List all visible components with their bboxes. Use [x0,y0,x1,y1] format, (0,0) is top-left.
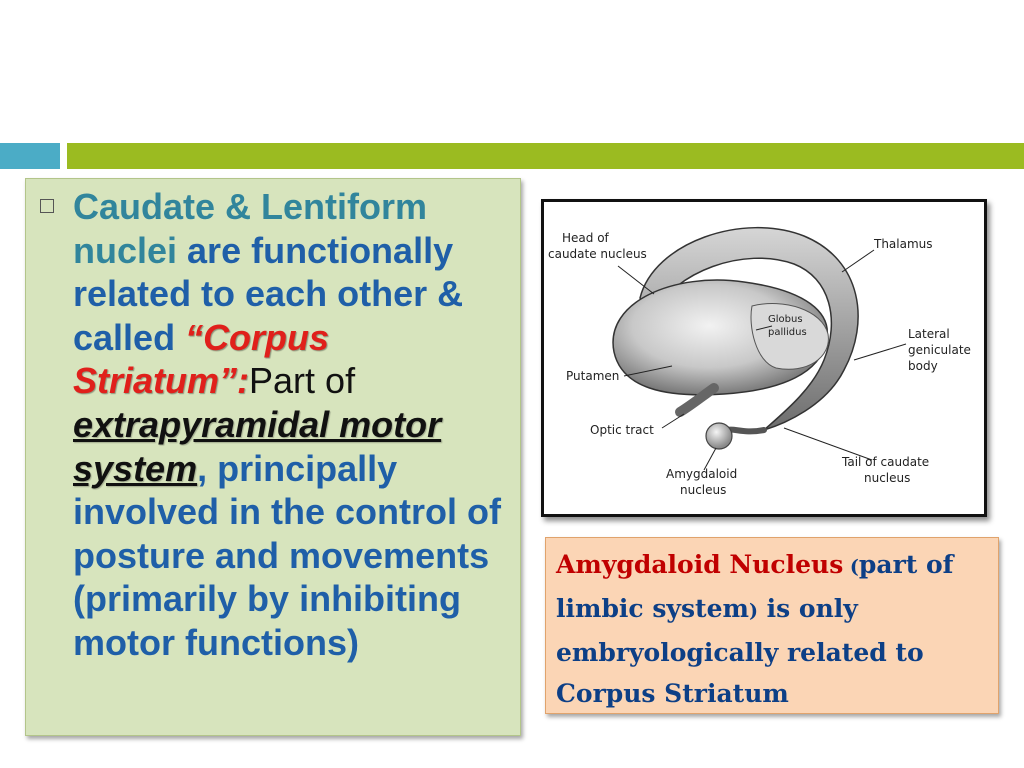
label-body: body [908,359,938,373]
amygdaloid-note-box: Amygdaloid Nucleus (part of limbic syste… [545,537,999,714]
square-bullet-icon [40,199,54,213]
amygdaloid-nucleus-title: Amygdaloid Nucleus [556,550,844,579]
leader-thalamus [841,249,875,273]
brain-illustration: Head of caudate nucleus Thalamus Globus … [548,227,971,497]
leader-globus [755,325,773,331]
label-tail-nucleus: nucleus [864,471,910,485]
leader-tail [783,427,873,461]
label-putamen: Putamen [566,369,619,383]
corpus-striatum-figure: Head of caudate nucleus Thalamus Globus … [541,199,987,517]
caudate-arc-shape [639,227,859,431]
caudate-tail-shape [725,426,767,435]
part-of-text: Part of [249,360,356,402]
accent-bar-teal [0,143,60,169]
close-paren: ) [748,600,758,622]
posture-movement-text: , principally involved in the control of… [73,447,502,663]
functionally-related-text: are functionally related to each other &… [73,229,464,358]
label-amygdaloid-nucleus: nucleus [680,483,726,497]
leader-head-caudate [617,265,655,295]
label-thalamus: Thalamus [873,237,933,251]
label-head-of: Head of [562,231,610,245]
bullet-text-box: Caudate & Lentiform nuclei are functiona… [25,178,521,736]
label-lateral: Lateral [908,327,950,341]
leader-optic [661,413,685,429]
embryology-text: is only embryologically related to Corpu… [556,594,924,708]
label-amygdaloid: Amygdaloid [666,467,737,481]
amygdaloid-nucleus-shape [705,422,733,450]
open-paren: ( [843,556,859,578]
globus-pallidus-shape [750,303,829,370]
label-tail-of-caudate: Tail of caudate [841,455,929,469]
label-pallidus: pallidus [768,327,807,338]
extrapyramidal-term: extrapyramidal motor system [73,403,442,489]
leader-lateral [853,343,907,361]
caudate-lentiform-text: Caudate & Lentiform nuclei [73,186,428,271]
amygdaloid-note-text: Amygdaloid Nucleus (part of limbic syste… [556,544,992,714]
leader-putamen [623,365,673,377]
label-globus: Globus [768,314,803,325]
limbic-system-text: part of limbic system [556,550,954,623]
label-caudate-nucleus: caudate nucleus [548,247,647,261]
label-optic-tract: Optic tract [590,423,654,437]
accent-bar-green [67,143,1024,169]
optic-tract-shape [675,383,719,417]
corpus-striatum-term: “Corpus Striatum”: [73,316,330,402]
label-geniculate: geniculate [908,343,971,357]
bullet-paragraph: Caudate & Lentiform nuclei are functiona… [73,185,513,665]
leader-amygdaloid [703,447,717,471]
